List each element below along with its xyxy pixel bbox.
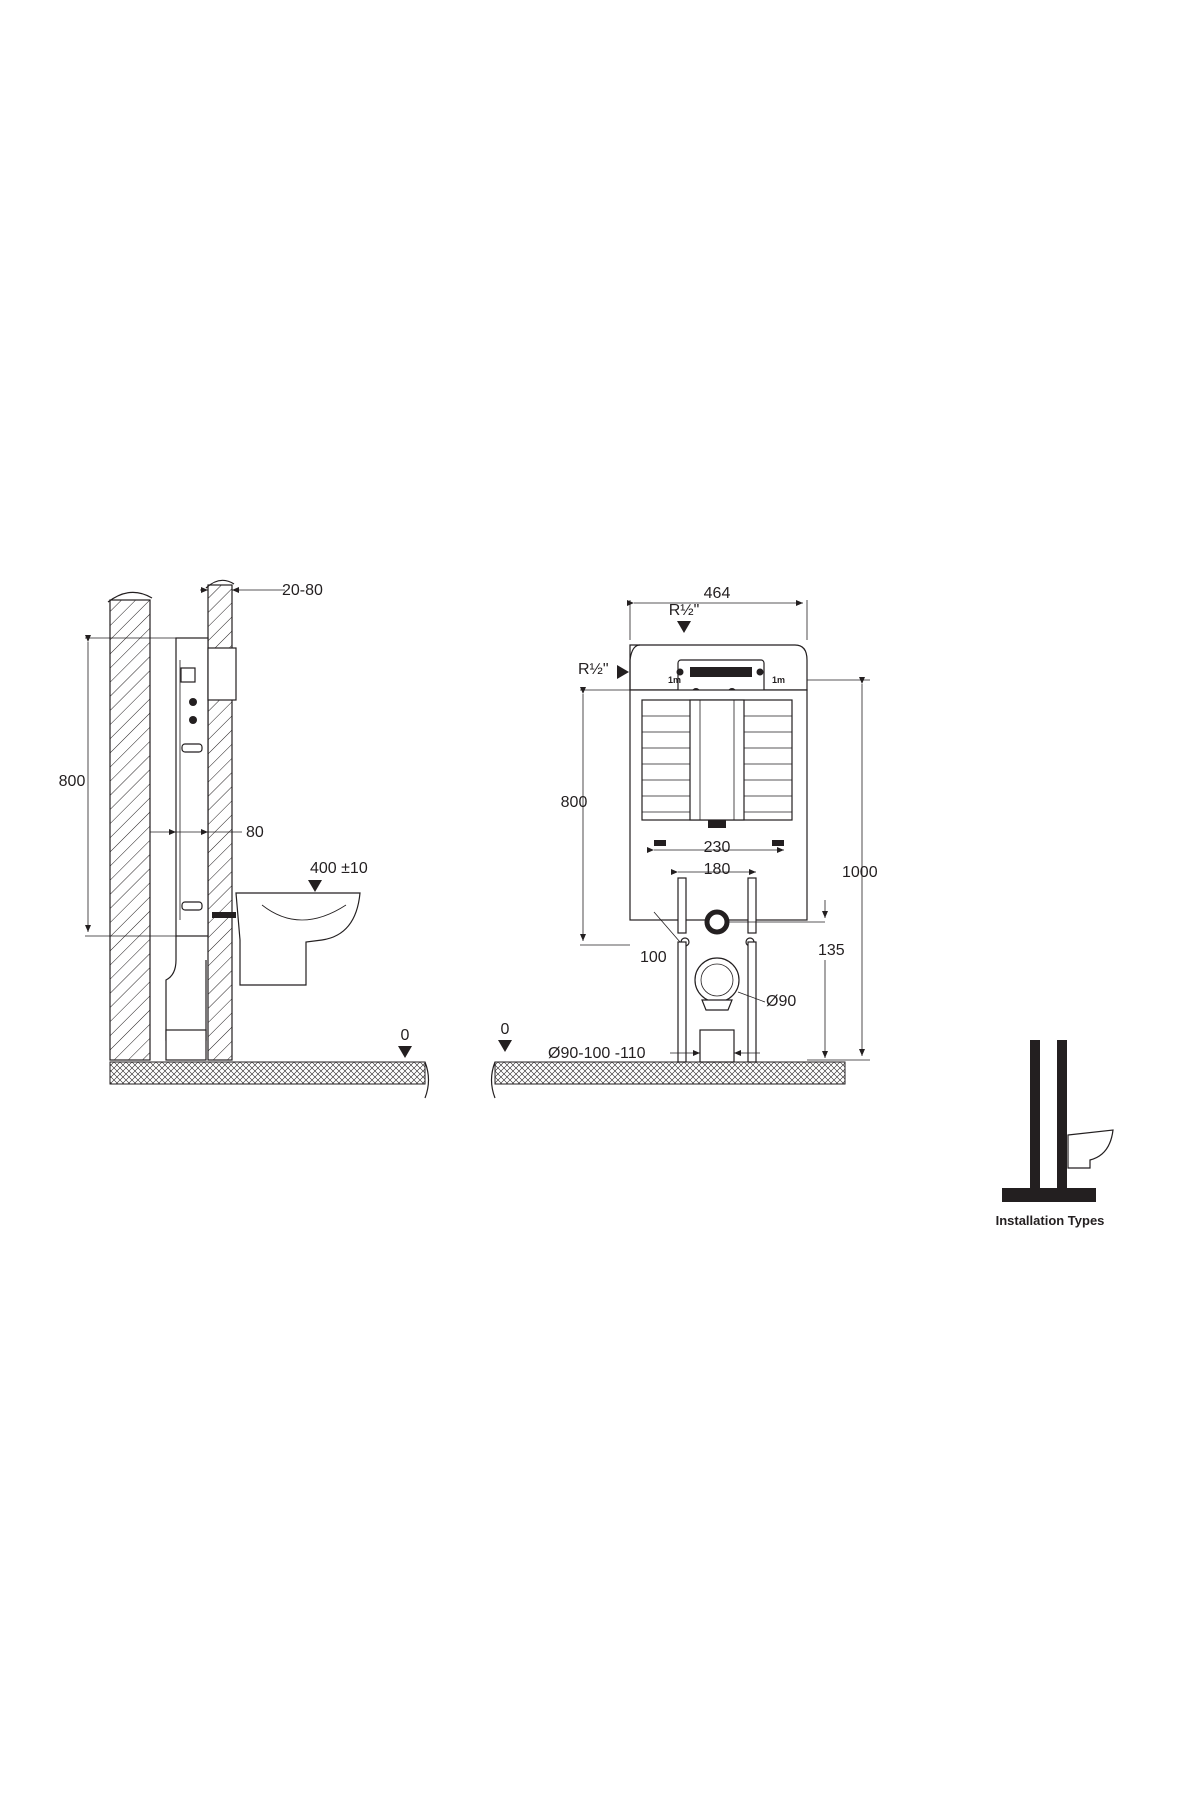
frame-legs — [677, 941, 757, 1063]
wall-hung-bowl — [212, 892, 361, 986]
installation-types-icon: Installation Types — [996, 1040, 1114, 1228]
side-frame-depth-label: 80 — [246, 824, 264, 841]
side-view: 20-80 800 80 400 ±10 0 — [59, 579, 430, 1099]
front-floor — [490, 1061, 846, 1099]
side-floor — [109, 1061, 430, 1099]
installation-types-caption: Installation Types — [996, 1213, 1105, 1228]
drain-height-label: 135 — [818, 942, 845, 959]
bolt-spacing-inner-label: 180 — [704, 861, 731, 878]
top-inlet-label: R½" — [669, 602, 700, 619]
side-frame-height-label: 800 — [59, 773, 86, 790]
cistern-tank: 1m 1m — [629, 644, 808, 701]
side-wall-thickness-label: 20-80 — [282, 582, 323, 599]
front-frame — [629, 689, 808, 947]
side-inlet-label: R½" — [578, 661, 609, 678]
bolt-spacing-outer-label: 230 — [704, 839, 731, 856]
side-frame — [165, 637, 237, 1061]
tank-marking-left: 1m — [668, 675, 681, 685]
drain-offset-label: 100 — [640, 949, 667, 966]
outlet-diameters-label: Ø90-100 -110 — [548, 1045, 646, 1062]
side-floor-level-label: 0 — [401, 1027, 410, 1044]
back-wall — [107, 591, 153, 1061]
drain-diameter-label: Ø90 — [766, 993, 796, 1010]
side-bowl-height-label: 400 ±10 — [310, 860, 368, 877]
front-view: 1m 1m — [490, 585, 878, 1099]
front-floor-level-label: 0 — [501, 1021, 510, 1038]
front-width-label: 464 — [704, 585, 731, 602]
front-frame-height-label: 800 — [561, 794, 588, 811]
tank-marking-right: 1m — [772, 675, 785, 685]
tank-ribs — [642, 699, 792, 821]
total-height-label: 1000 — [842, 864, 878, 881]
